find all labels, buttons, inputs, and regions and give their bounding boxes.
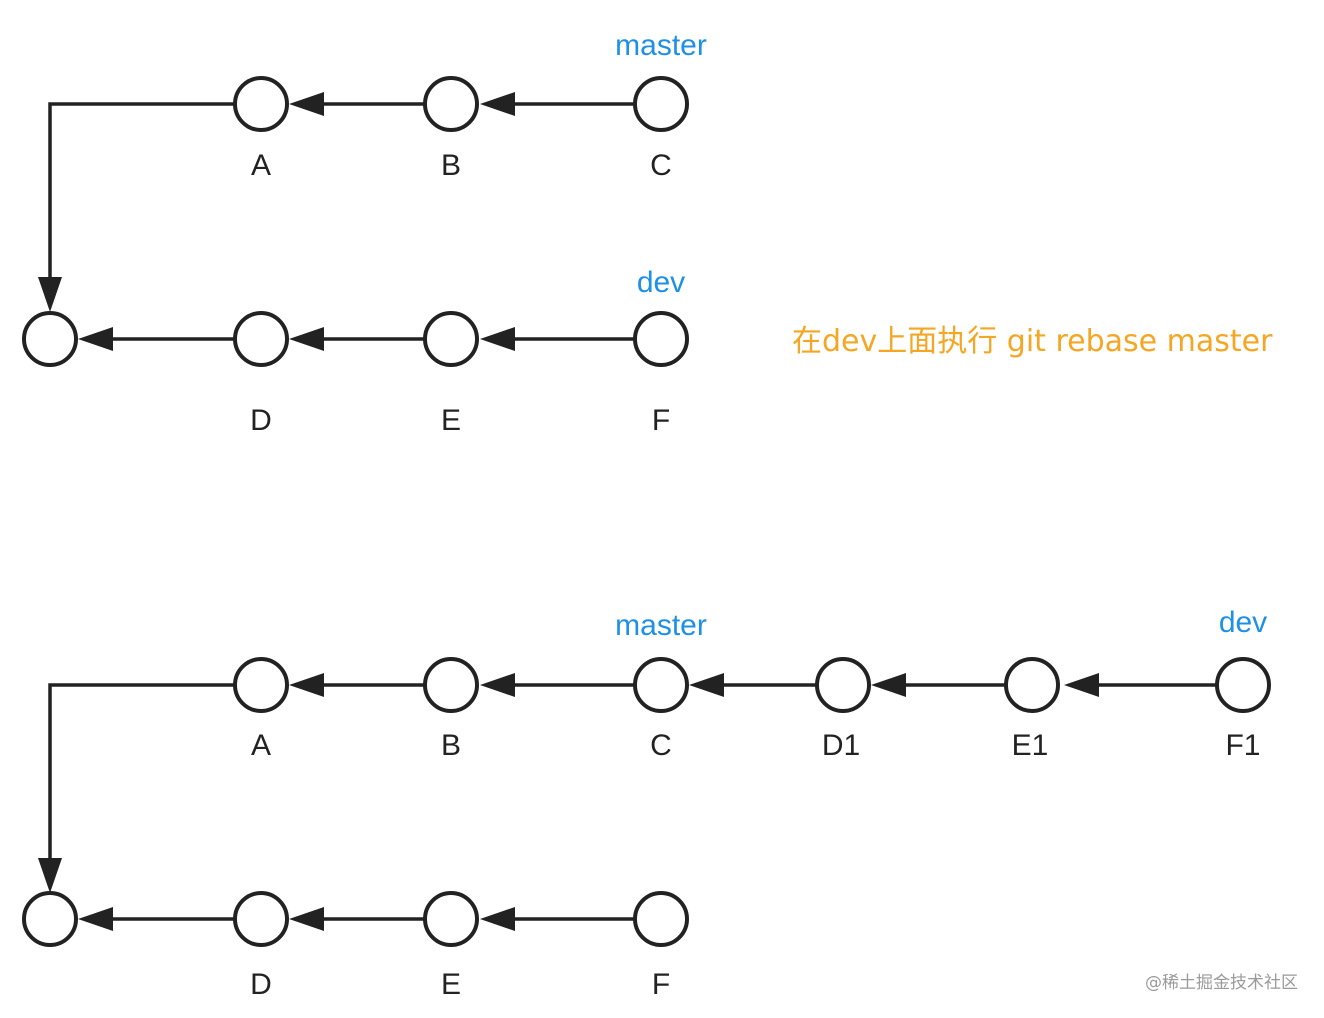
commit-node-d-after <box>233 891 289 947</box>
watermark: @稀土掘金技术社区 <box>1145 973 1298 993</box>
arrowhead-b <box>480 92 515 116</box>
commit-node-c-after <box>633 657 689 713</box>
arrowhead-base-dev-after <box>78 907 113 931</box>
arrowhead-e-after <box>480 907 515 931</box>
arrowhead-a-after <box>289 673 324 697</box>
arrowhead-d-after <box>289 907 324 931</box>
commit-node-c <box>633 76 689 132</box>
commit-label-a: A <box>251 149 271 182</box>
dev-branch-label: dev <box>637 266 685 299</box>
rebase-command-annotation: 在dev上面执行 git rebase master <box>792 324 1273 359</box>
commit-node-a-after <box>233 657 289 713</box>
commit-node-b-after <box>423 657 479 713</box>
commit-label-f: F <box>652 404 670 437</box>
arrowhead-base <box>38 277 62 312</box>
commit-node-f1 <box>1215 657 1271 713</box>
dev-branch-label-after: dev <box>1219 606 1267 639</box>
commit-label-e-after: E <box>441 968 461 1001</box>
commit-label-c: C <box>650 149 672 182</box>
commit-label-d-after: D <box>250 968 272 1001</box>
base-commit-node-after <box>22 891 78 947</box>
commit-label-b-after: B <box>441 729 461 762</box>
commit-node-d <box>233 311 289 367</box>
commit-node-b <box>423 76 479 132</box>
arrowhead-a <box>289 92 324 116</box>
arrowhead-base-after <box>38 858 62 893</box>
after-labels: A B C D1 E1 F1 D E F master dev <box>250 606 1267 1001</box>
before-labels: A B C D E F master dev <box>250 29 707 437</box>
arrowhead-e <box>480 327 515 351</box>
commit-label-c-after: C <box>650 729 672 762</box>
arrowhead-d <box>289 327 324 351</box>
commit-label-e1: E1 <box>1012 729 1049 762</box>
commit-label-b: B <box>441 149 461 182</box>
edge-a-to-base-after <box>48 683 234 873</box>
commit-label-e: E <box>441 404 461 437</box>
commit-label-d1: D1 <box>822 729 860 762</box>
arrowhead-base-dev <box>78 327 113 351</box>
arrowhead-b-after <box>480 673 515 697</box>
master-branch-label-after: master <box>615 609 707 642</box>
commit-label-f1: F1 <box>1225 729 1260 762</box>
after-nodes <box>22 657 1271 947</box>
commit-label-f-after: F <box>652 968 670 1001</box>
commit-node-e-after <box>423 891 479 947</box>
commit-node-e <box>423 311 479 367</box>
arrowhead-e1 <box>1064 673 1099 697</box>
commit-node-d1 <box>815 657 871 713</box>
after-edges <box>38 673 1216 931</box>
base-commit-node <box>22 311 78 367</box>
arrowhead-d1 <box>871 673 906 697</box>
master-branch-label: master <box>615 29 707 62</box>
arrowhead-c-after <box>689 673 724 697</box>
commit-label-d: D <box>250 404 272 437</box>
commit-node-f <box>633 311 689 367</box>
commit-node-f-after <box>633 891 689 947</box>
commit-node-e1 <box>1004 657 1060 713</box>
before-nodes <box>22 76 689 367</box>
commit-node-a <box>233 76 289 132</box>
commit-label-a-after: A <box>251 729 271 762</box>
edge-a-to-base <box>48 102 234 292</box>
before-edges <box>38 92 634 351</box>
